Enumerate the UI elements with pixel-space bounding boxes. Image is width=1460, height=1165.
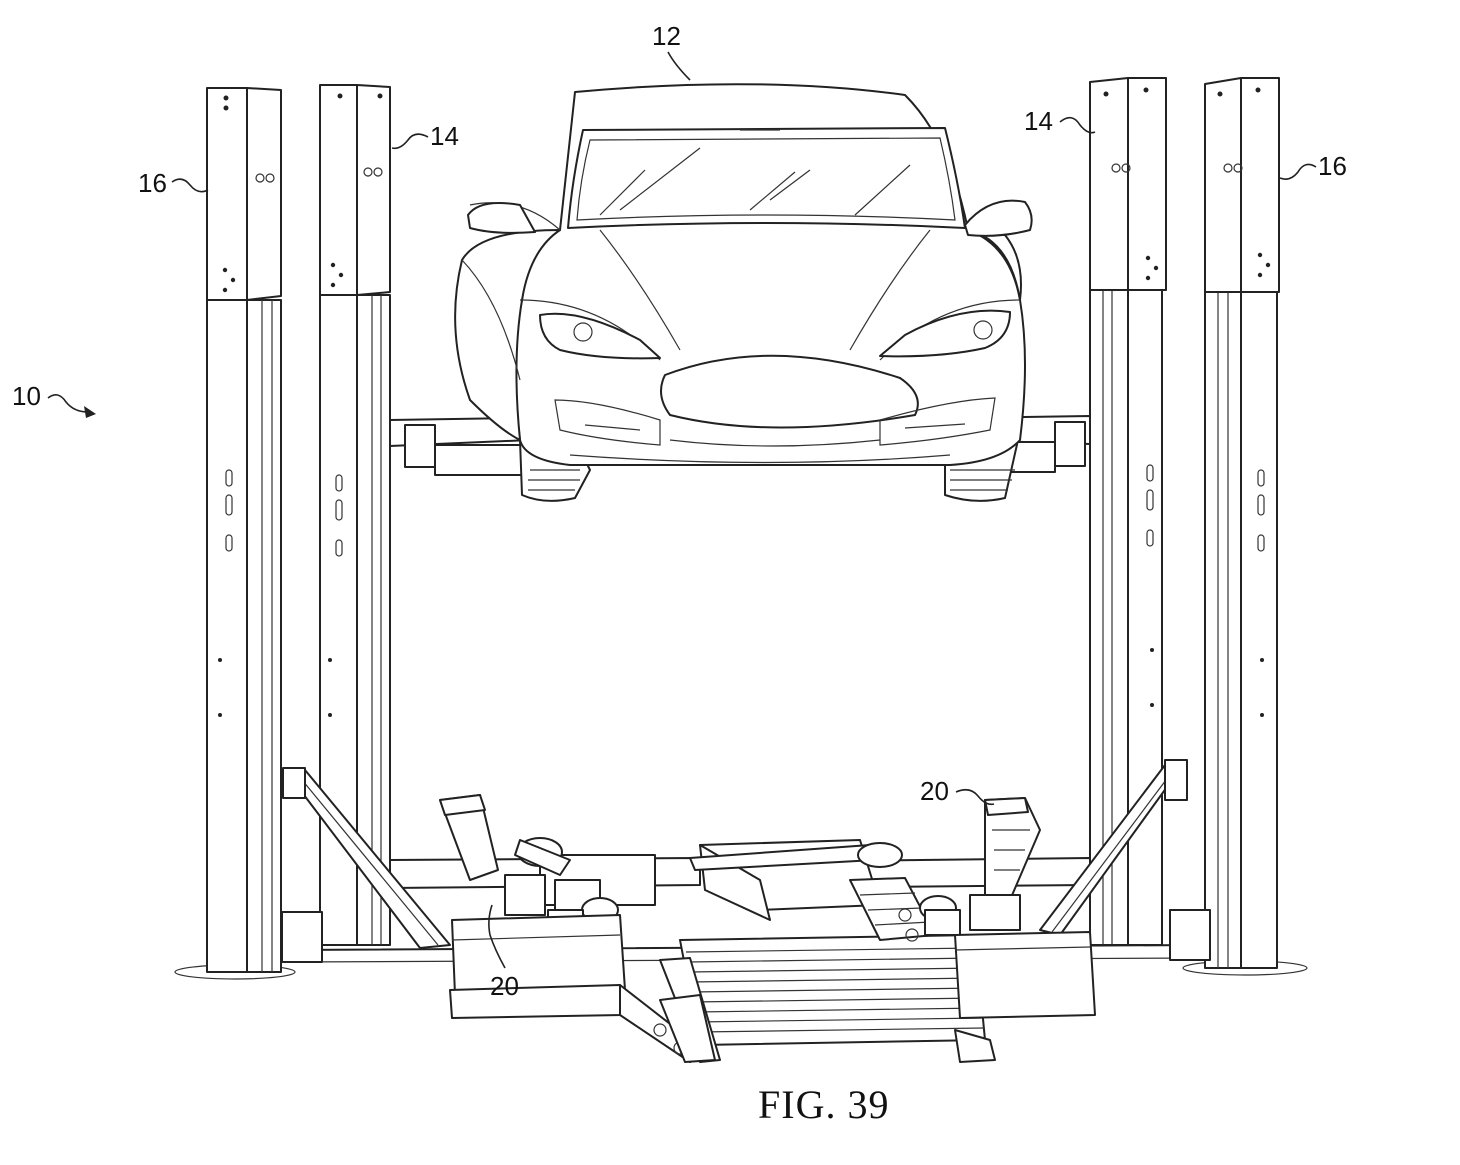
callout-14-right: 14 [1024, 106, 1095, 136]
callout-16-right: 16 [1280, 151, 1347, 181]
callout-20-right: 20 [920, 776, 994, 806]
label-lift-unit-left: 20 [490, 971, 519, 1001]
vehicle [455, 84, 1032, 501]
label-lift-system: 10 [12, 381, 41, 411]
label-outer-post-left: 16 [138, 168, 167, 198]
callout-10: 10 [12, 381, 96, 418]
label-inner-post-right: 14 [1024, 106, 1053, 136]
outer-post-left [175, 88, 295, 979]
callout-16-left: 16 [138, 168, 208, 198]
label-vehicle: 12 [652, 21, 681, 51]
label-inner-post-left: 14 [430, 121, 459, 151]
callout-14-left: 14 [392, 121, 459, 151]
figure-caption: FIG. 39 [758, 1082, 889, 1127]
label-outer-post-right: 16 [1318, 151, 1347, 181]
label-lift-unit-right: 20 [920, 776, 949, 806]
outer-post-right [1183, 78, 1307, 975]
callout-12: 12 [652, 21, 690, 80]
